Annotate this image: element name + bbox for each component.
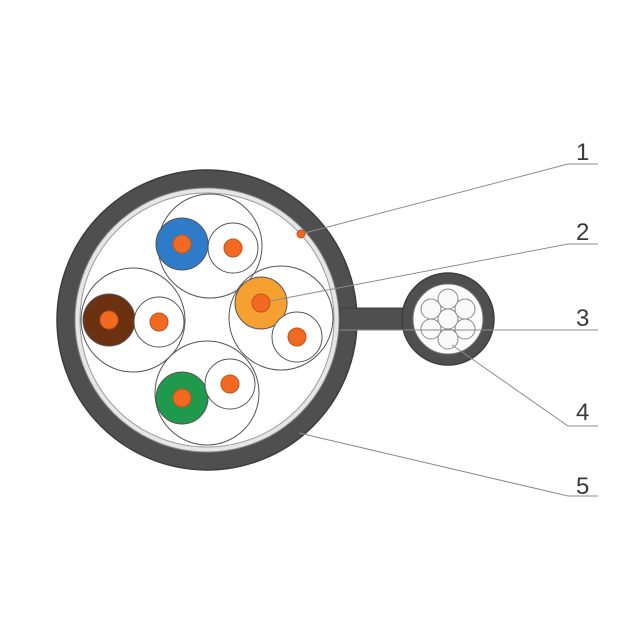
conductor — [251, 293, 271, 313]
callout-5: 5 — [576, 473, 589, 500]
conductor — [149, 312, 169, 332]
callout-4: 4 — [576, 399, 589, 426]
callout-3: 3 — [576, 305, 589, 332]
leader-lines — [269, 163, 598, 497]
steel-strand — [437, 288, 459, 310]
pair-boundary — [228, 265, 334, 371]
leader-dot-1 — [296, 229, 306, 239]
callout-1: 1 — [576, 139, 589, 166]
conductor — [172, 388, 192, 408]
steel-strand — [420, 298, 442, 320]
conductor — [99, 310, 119, 330]
leader-line-2 — [269, 243, 598, 302]
pair-brown — [80, 267, 186, 373]
pair-boundary — [154, 340, 260, 446]
conductor — [287, 327, 307, 347]
conductor — [172, 234, 192, 254]
pair-green — [154, 340, 260, 446]
conductor — [223, 238, 243, 258]
pair-orange — [228, 265, 334, 371]
steel-strand — [454, 318, 476, 340]
steel-strand — [437, 328, 459, 350]
conductor — [220, 374, 240, 394]
callout-2: 2 — [576, 219, 589, 246]
main-cable — [56, 169, 413, 471]
leader-line-5 — [298, 432, 598, 497]
leader-line-4 — [451, 344, 598, 427]
messenger-wire — [401, 272, 495, 366]
steel-strand — [420, 318, 442, 340]
inner-space — [79, 192, 335, 448]
pair-boundary — [80, 267, 186, 373]
callout-labels: 1 2 3 4 5 — [576, 139, 589, 500]
steel-strand — [454, 298, 476, 320]
pair-blue — [155, 193, 263, 299]
messenger-web — [339, 307, 413, 331]
leader-line-1 — [300, 163, 598, 235]
